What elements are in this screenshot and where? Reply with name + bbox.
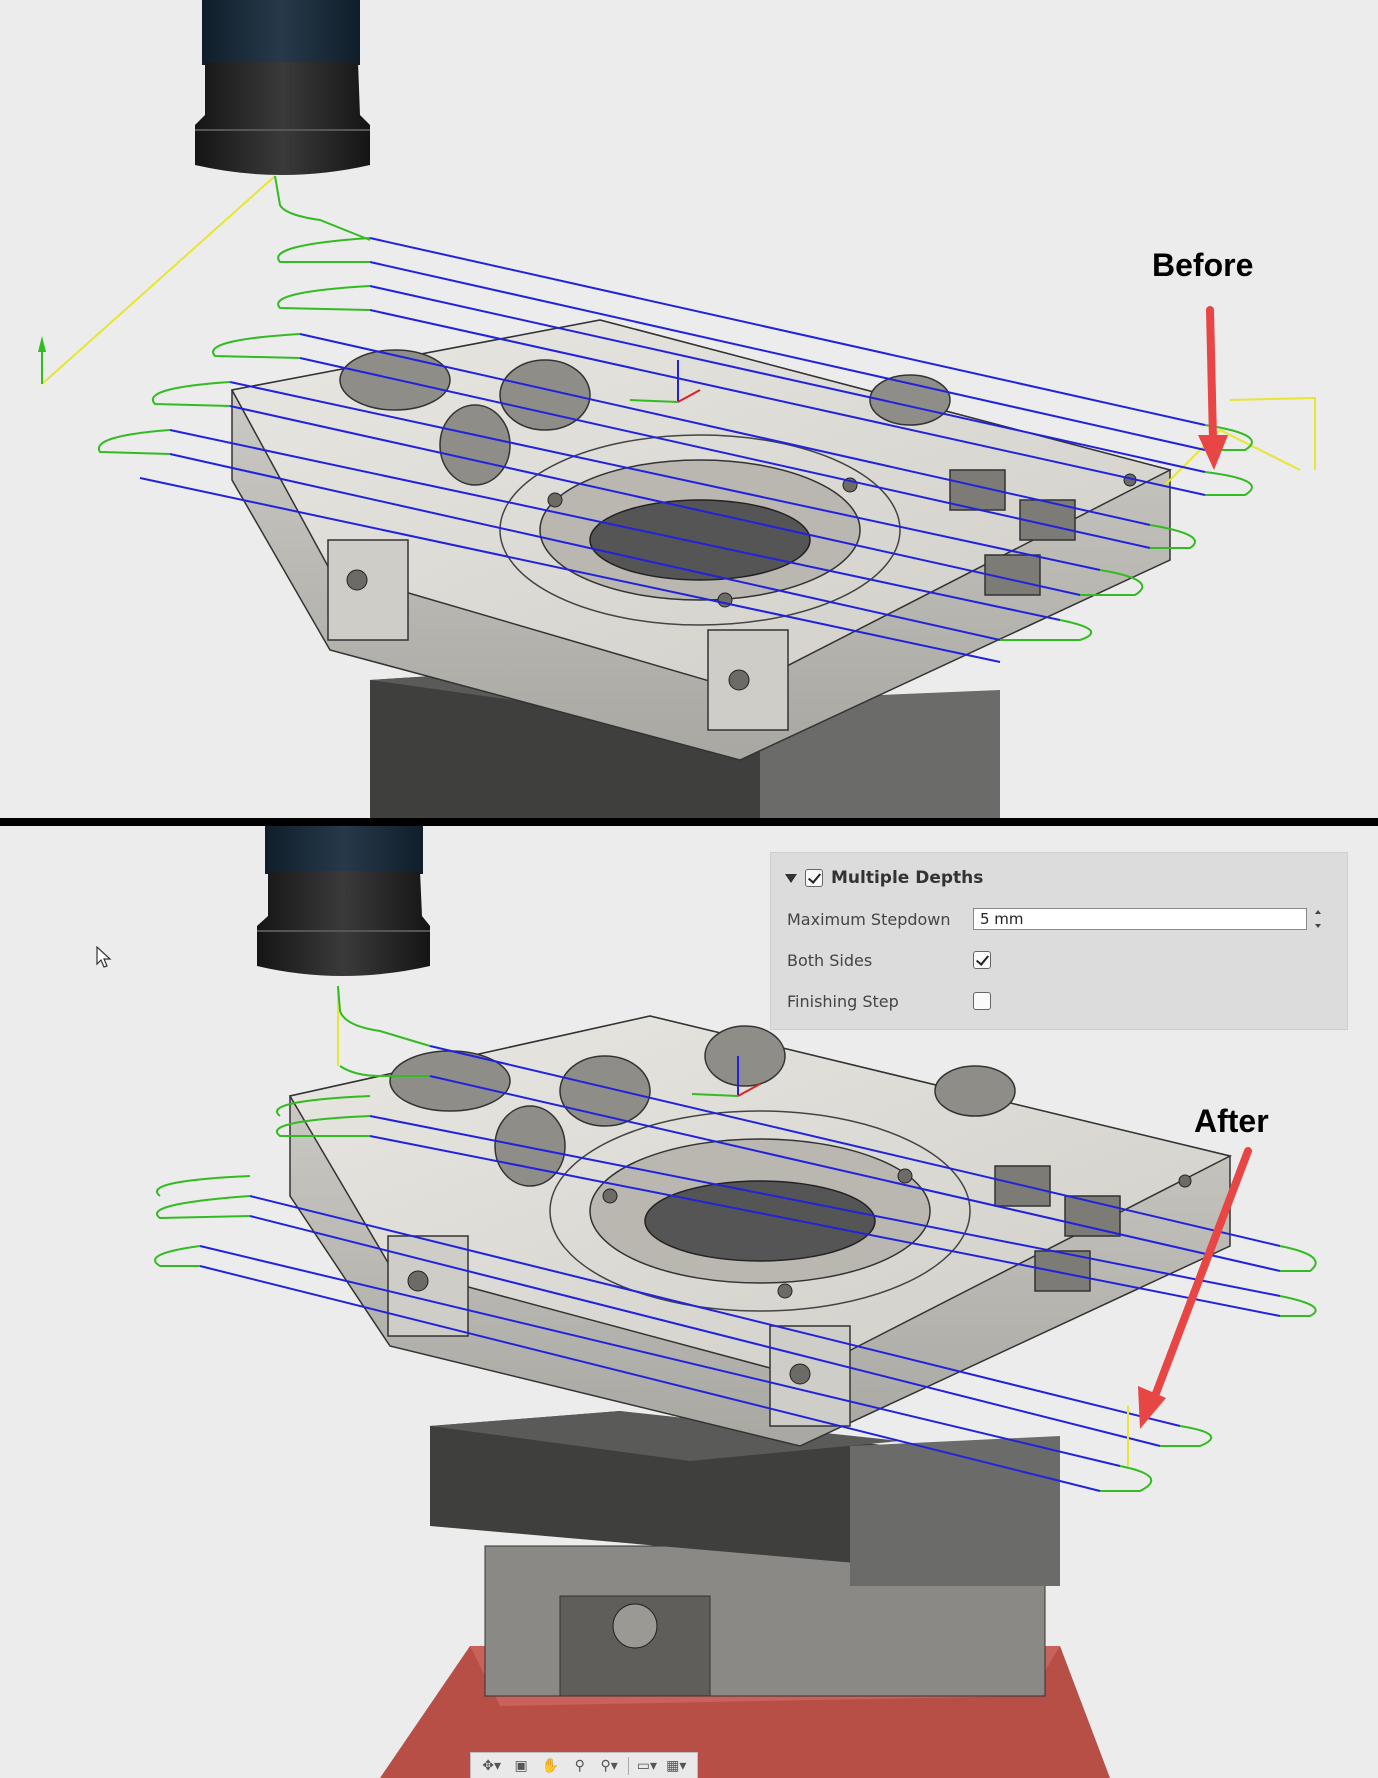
zoom-window-icon[interactable]: ⚲▾ — [600, 1757, 618, 1773]
toolpath-before — [38, 175, 1316, 663]
after-label: After — [1194, 1103, 1269, 1139]
viewport-before[interactable]: Before — [0, 0, 1378, 818]
scene-before — [38, 0, 1316, 818]
maximum-stepdown-spinner[interactable] — [1311, 907, 1325, 931]
collapse-triangle-icon[interactable] — [785, 873, 797, 883]
toolpath-after — [154, 985, 1317, 1492]
cutting-tool — [257, 826, 430, 976]
display-settings-icon[interactable]: ▭▾ — [636, 1757, 658, 1773]
origin-triad — [629, 360, 701, 403]
pan-icon[interactable]: ✋ — [541, 1757, 560, 1773]
both-sides-checkbox[interactable] — [973, 951, 991, 969]
finishing-step-row: Finishing Step — [787, 989, 991, 1013]
both-sides-row: Both Sides — [787, 948, 991, 972]
multiple-depths-checkbox[interactable] — [805, 869, 823, 887]
grid-icon[interactable]: ▦▾ — [666, 1757, 687, 1773]
before-label: Before — [1152, 247, 1254, 283]
panel-divider — [0, 818, 1378, 826]
after-arrow — [1138, 1147, 1252, 1429]
toolbar-separator — [627, 1756, 629, 1775]
navigation-toolbar: ✥▾ ▣ ✋ ⚲ ⚲▾ ▭▾ ▦▾ — [470, 1752, 698, 1778]
maximum-stepdown-input[interactable]: 5 mm — [973, 908, 1307, 930]
machined-part — [230, 319, 1173, 761]
multiple-depths-panel: Multiple Depths Maximum Stepdown 5 mm Bo… — [770, 852, 1348, 1030]
maximum-stepdown-label: Maximum Stepdown — [787, 909, 951, 929]
spin-down-icon[interactable] — [1315, 924, 1321, 928]
zoom-icon[interactable]: ⚲ — [574, 1757, 585, 1773]
before-arrow — [1198, 306, 1228, 470]
origin-triad — [691, 1056, 761, 1097]
multiple-depths-header[interactable]: Multiple Depths — [785, 867, 983, 889]
orbit-icon[interactable]: ✥▾ — [482, 1757, 502, 1773]
scene-after — [154, 826, 1317, 1778]
both-sides-label: Both Sides — [787, 950, 873, 970]
look-at-icon[interactable]: ▣ — [514, 1757, 528, 1773]
finishing-step-label: Finishing Step — [787, 991, 899, 1011]
finishing-step-checkbox[interactable] — [973, 992, 991, 1010]
maximum-stepdown-row: Maximum Stepdown 5 mm — [787, 907, 1325, 931]
cutting-tool — [195, 0, 370, 175]
spin-up-icon[interactable] — [1315, 910, 1321, 914]
multiple-depths-label: Multiple Depths — [831, 868, 984, 888]
vise — [430, 1411, 1060, 1697]
machined-part — [288, 1015, 1233, 1447]
mouse-cursor-icon — [96, 946, 112, 968]
